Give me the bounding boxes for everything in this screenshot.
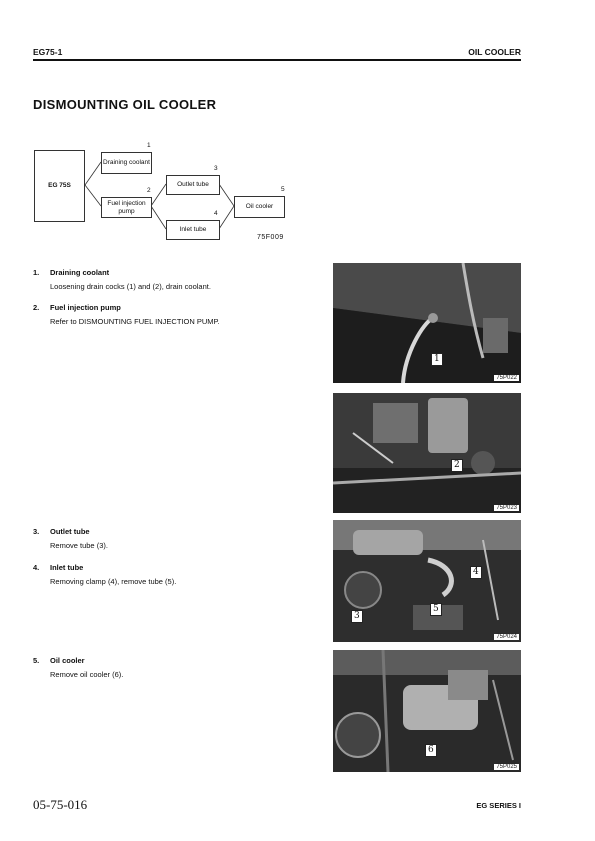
diagram-connectors <box>84 161 235 230</box>
diagram-num-3: 3 <box>214 165 218 172</box>
diagram-num-2: 2 <box>147 187 151 194</box>
diagram-node-oil-cooler: Oil cooler <box>234 196 285 218</box>
step-number: 4. <box>33 563 40 572</box>
photo-callout-2: 2 <box>451 459 463 472</box>
header-section-code: EG75-1 <box>33 47 63 57</box>
photo-75p022: 1 75P022 <box>333 263 521 383</box>
photo-75p024: 3 4 5 75P024 <box>333 520 521 642</box>
step-number: 1. <box>33 268 40 277</box>
step-number: 5. <box>33 656 40 665</box>
footer-series: EG SERIES I <box>476 801 521 810</box>
step-1: 1. Draining coolant Loosening drain cocks… <box>33 262 323 291</box>
step-body: Remove tube (3). <box>50 541 108 550</box>
diagram-num-5: 5 <box>281 186 285 193</box>
photo-illustration <box>333 520 521 642</box>
step-4: 4. Inlet tube Removing clamp (4), remove … <box>33 557 323 586</box>
photo-callout-3: 3 <box>351 610 363 623</box>
step-body: Loosening drain cocks (1) and (2), drain… <box>50 282 211 291</box>
photo-75p023: 2 75P023 <box>333 393 521 513</box>
step-title: Inlet tube <box>50 563 84 572</box>
page-title: DISMOUNTING OIL COOLER <box>33 97 217 112</box>
photo-caption: 75P024 <box>494 634 519 640</box>
header-rule <box>33 59 521 61</box>
step-5: 5. Oil cooler Remove oil cooler (6). <box>33 650 323 679</box>
step-2: 2. Fuel injection pump Refer to DISMOUNTI… <box>33 297 323 326</box>
photo-callout-6: 6 <box>425 744 437 757</box>
diagram-node-fuel-injection-pump: Fuel injection pump <box>101 197 152 218</box>
diagram-node-draining-coolant: Draining coolant <box>101 152 152 174</box>
photo-caption: 75P023 <box>494 505 519 511</box>
photo-75p025: 6 75P025 <box>333 650 521 772</box>
step-body: Remove oil cooler (6). <box>50 670 124 679</box>
step-title: Oil cooler <box>50 656 85 665</box>
step-number: 2. <box>33 303 40 312</box>
photo-illustration <box>333 263 521 383</box>
photo-callout-1: 1 <box>431 353 443 366</box>
step-title: Outlet tube <box>50 527 90 536</box>
photo-callout-5: 5 <box>430 603 442 616</box>
step-body: Refer to DISMOUNTING FUEL INJECTION PUMP… <box>50 317 220 326</box>
step-title: Draining coolant <box>50 268 110 277</box>
step-3: 3. Outlet tube Remove tube (3). <box>33 521 323 550</box>
step-body: Removing clamp (4), remove tube (5). <box>50 577 177 586</box>
diagram-num-4: 4 <box>214 210 218 217</box>
step-number: 3. <box>33 527 40 536</box>
step-title: Fuel injection pump <box>50 303 121 312</box>
diagram-code: 75F009 <box>257 234 284 241</box>
photo-caption: 75P025 <box>494 764 519 770</box>
photo-illustration <box>333 393 521 513</box>
header-section-title: OIL COOLER <box>468 47 521 57</box>
diagram-num-1: 1 <box>147 142 151 149</box>
footer-page-number: 05-75-016 <box>33 797 88 812</box>
diagram-node-outlet-tube: Outlet tube <box>166 175 220 195</box>
procedure-flow-diagram: EG 75S Draining coolant Fuel injection p… <box>30 140 300 255</box>
photo-caption: 75P022 <box>494 375 519 381</box>
photo-callout-4: 4 <box>470 566 482 579</box>
diagram-root-box: EG 75S <box>34 150 85 222</box>
diagram-node-inlet-tube: Inlet tube <box>166 220 220 240</box>
